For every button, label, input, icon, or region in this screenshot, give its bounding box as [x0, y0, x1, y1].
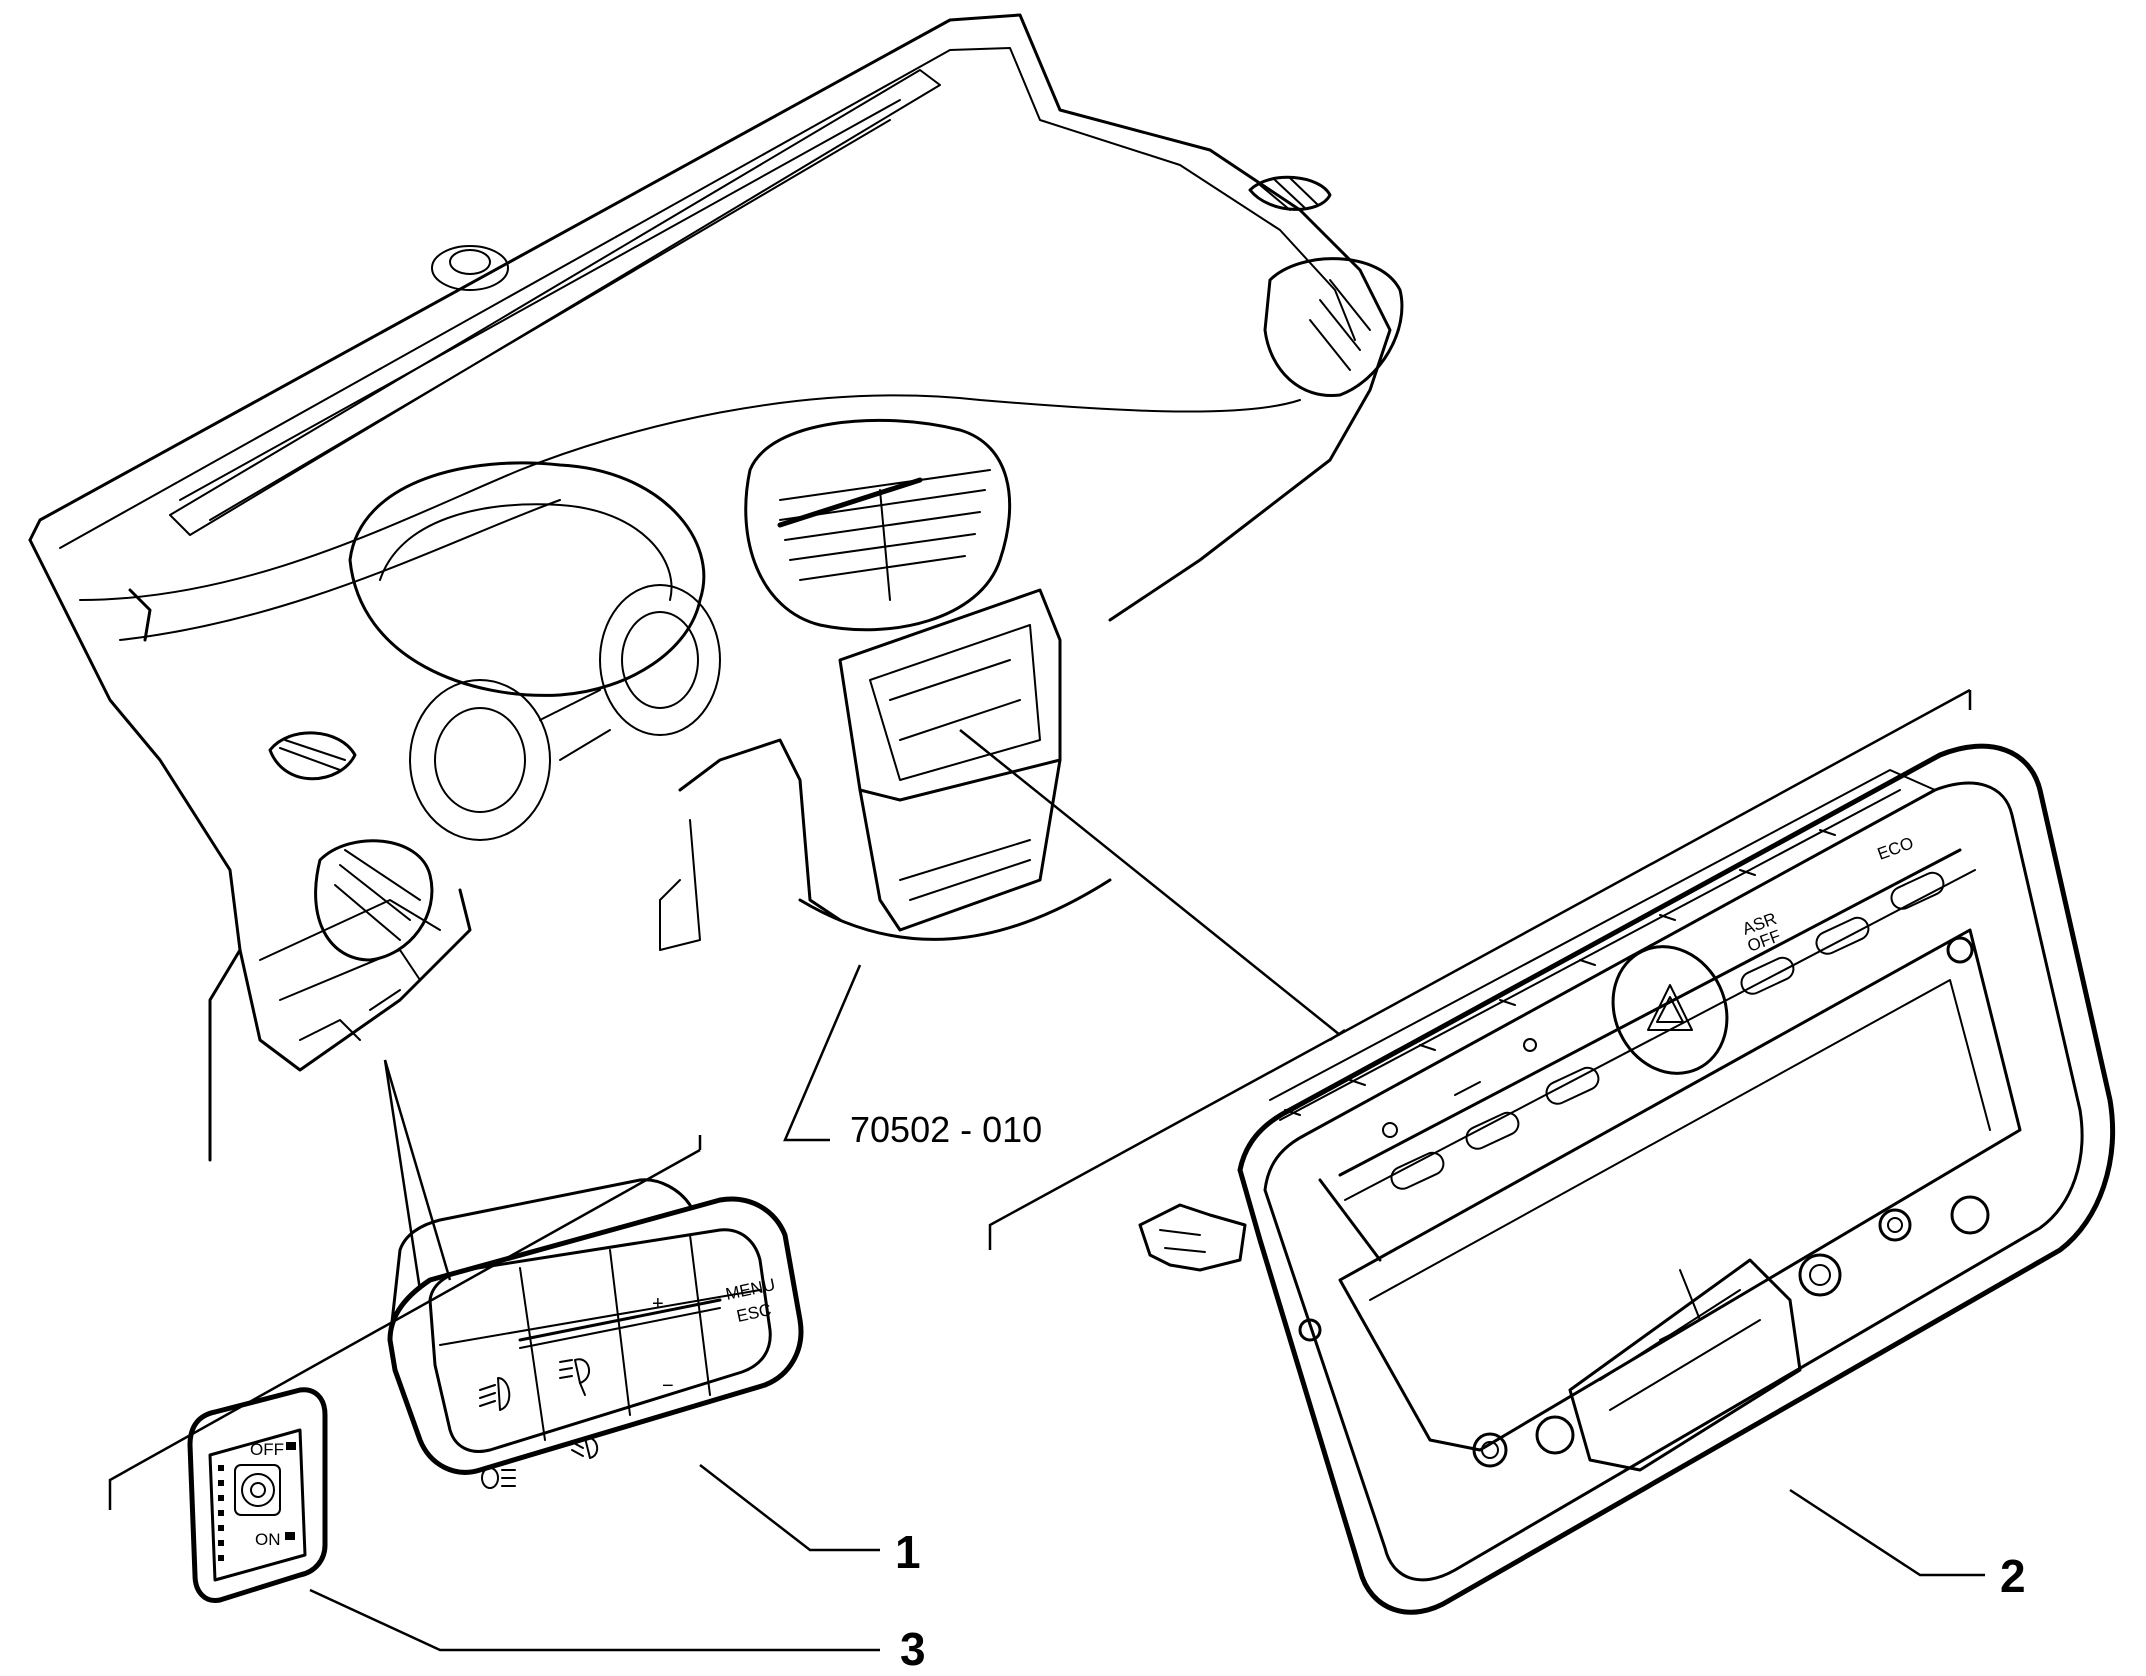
part-1-switch-panel: + − MENU ESC	[387, 1178, 804, 1489]
knob-icon	[234, 1464, 281, 1516]
hazard-triangle-icon	[1647, 984, 1693, 1031]
callout-2: 2	[2000, 1550, 2026, 1602]
on-position-label: ON	[255, 1530, 281, 1549]
key-icon	[1454, 1081, 1481, 1096]
off-position-label: OFF	[250, 1440, 284, 1459]
fog-light-front-icon	[479, 1377, 511, 1411]
eco-button-label: ECO	[1875, 833, 1916, 863]
lamp-icon	[1523, 1038, 1537, 1052]
setting-icon	[1382, 1122, 1398, 1138]
callout-3: 3	[900, 1623, 926, 1675]
callout-1: 1	[895, 1526, 921, 1578]
minus-button-label: −	[662, 1375, 674, 1397]
bezel-buttons	[1390, 871, 1945, 1190]
part-3-switch: OFF ON	[187, 1387, 328, 1603]
plus-button-label: +	[652, 1293, 664, 1315]
dashboard-assembly	[28, 13, 1404, 1162]
reference-code: 70502 - 010	[850, 1109, 1042, 1150]
hazard-button	[1611, 945, 1729, 1075]
esc-button-label: ESC	[735, 1300, 773, 1326]
part-2-center-bezel: ECO ASR OFF	[1138, 743, 2115, 1615]
leader-lines	[108, 688, 1985, 1652]
level-scale	[218, 1465, 224, 1561]
fog-light-rear-icon	[481, 1467, 516, 1489]
headlight-low-icon	[571, 1436, 599, 1459]
headlight-adjust-icon	[559, 1358, 590, 1396]
